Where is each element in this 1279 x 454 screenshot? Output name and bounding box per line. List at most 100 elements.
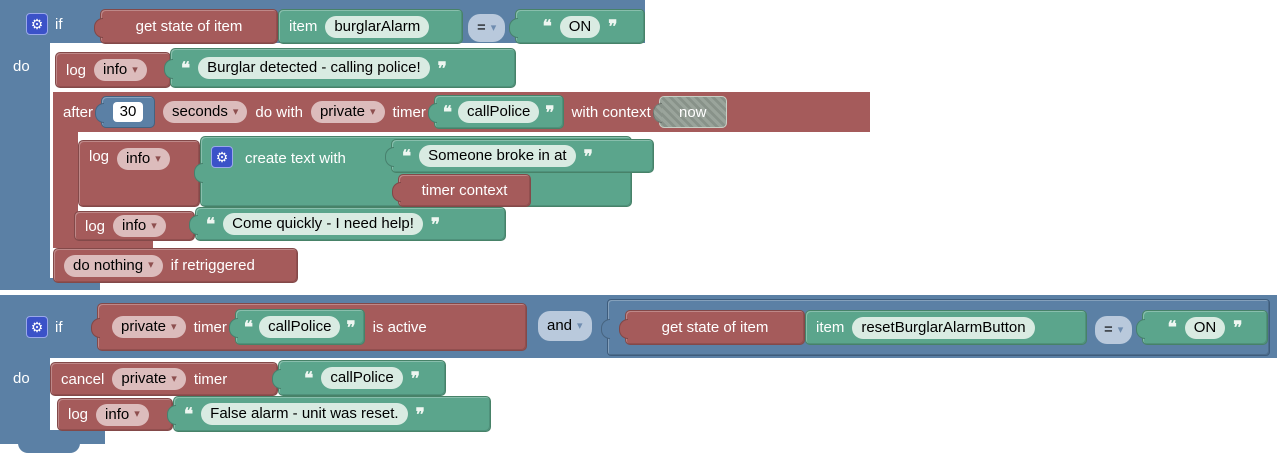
close-quote-icon: ❞ — [346, 317, 356, 337]
mutator-gear-icon[interactable]: ⚙ — [211, 146, 233, 168]
string-block-message[interactable]: ❝ Burglar detected - calling police! ❞ — [164, 48, 516, 88]
logic-operation-dropdown[interactable]: and ▾ — [538, 311, 592, 341]
log-level-dropdown[interactable]: info ▾ — [113, 215, 166, 237]
close-quote-icon: ❞ — [608, 17, 618, 36]
create-text-block[interactable]: ⚙ create text with ❝ Someone broke in at… — [194, 136, 654, 207]
now-block[interactable]: now — [652, 96, 727, 128]
string-block-message[interactable]: ❝ Come quickly - I need help! ❞ — [189, 207, 506, 241]
string-value-field[interactable]: ON — [559, 15, 601, 38]
log-block[interactable]: log info ▾ — [55, 52, 171, 88]
if-retriggered-label: if retriggered — [170, 257, 255, 274]
retrigger-policy-block[interactable]: do nothing ▾ if retriggered — [53, 248, 298, 283]
now-label: now — [679, 103, 707, 121]
open-quote-icon: ❝ — [402, 146, 412, 166]
item-block[interactable]: item resetBurglarAlarmButton — [805, 310, 1087, 345]
cancel-label: cancel — [61, 370, 105, 388]
string-block-on[interactable]: ❝ ON ❞ — [509, 9, 645, 44]
open-quote-icon: ❝ — [442, 102, 453, 122]
timer-scope-dropdown[interactable]: private ▾ — [310, 101, 385, 123]
dropdown-arrow-icon: ▾ — [148, 259, 154, 271]
close-quote-icon: ❞ — [410, 368, 420, 388]
after-timer-header-row[interactable]: after 30 seconds ▾ do with private ▾ tim… — [53, 92, 870, 132]
timer-name-field[interactable]: callPolice — [259, 316, 341, 338]
mutator-gear-icon[interactable]: ⚙ — [26, 13, 48, 35]
operator-value: = — [477, 19, 486, 36]
comparison-operator-dropdown[interactable]: = ▾ — [468, 14, 506, 42]
item-name-field[interactable]: resetBurglarAlarmButton — [852, 316, 1035, 339]
close-quote-icon: ❞ — [583, 146, 593, 166]
log-level-value: info — [105, 405, 130, 423]
dropdown-arrow-icon: ▾ — [171, 372, 177, 385]
dropdown-arrow-icon: ▾ — [132, 63, 138, 76]
item-block[interactable]: item burglarAlarm — [278, 9, 463, 44]
log-level-value: info — [103, 61, 128, 78]
item-name-field[interactable]: burglarAlarm — [325, 15, 430, 38]
timer-context-label: timer context — [421, 182, 508, 199]
string-block-message[interactable]: ❝ False alarm - unit was reset. ❞ — [167, 396, 491, 432]
open-quote-icon: ❝ — [184, 404, 194, 424]
string-block-timer-name[interactable]: ❝ callPolice ❞ — [228, 309, 365, 345]
dropdown-arrow-icon: ▾ — [1117, 323, 1124, 336]
number-block[interactable]: 30 — [95, 96, 156, 128]
logic-operation-value: and — [547, 317, 573, 334]
get-state-of-item-block[interactable]: get state of item — [619, 310, 805, 345]
timer-scope-value: private — [319, 103, 365, 120]
open-quote-icon: ❝ — [243, 317, 254, 337]
do-with-label: do with — [255, 103, 303, 121]
string-block-timer-name[interactable]: ❝ callPolice ❞ — [427, 95, 564, 129]
dropdown-arrow-icon: ▾ — [369, 105, 376, 118]
timer-label: timer — [193, 370, 228, 388]
operator-value: = — [1104, 321, 1113, 338]
string-value-field[interactable]: ON — [1184, 316, 1226, 339]
timer-context-block[interactable]: timer context — [392, 174, 531, 207]
string-block-timer-name[interactable]: ❝ callPolice ❞ — [272, 360, 446, 396]
retrigger-policy-value: do nothing — [73, 256, 144, 274]
log-label: log — [89, 148, 110, 165]
create-text-label: create text with — [245, 150, 346, 167]
gear-glyph: ⚙ — [30, 318, 44, 335]
dropdown-arrow-icon: ▾ — [155, 152, 161, 165]
time-unit-dropdown[interactable]: seconds ▾ — [163, 101, 248, 123]
rule2-do-label: do — [13, 370, 30, 387]
delay-number-field[interactable]: 30 — [112, 102, 144, 122]
timer-is-active-block[interactable]: private ▾ timer ❝ callPolice ❞ is active — [91, 303, 527, 351]
string-value-field[interactable]: Burglar detected - calling police! — [198, 57, 430, 79]
close-quote-icon: ❞ — [1233, 318, 1243, 337]
dropdown-arrow-icon: ▾ — [171, 320, 177, 333]
log-block[interactable]: log info ▾ — [74, 211, 195, 241]
mutator-gear-icon[interactable]: ⚙ — [26, 316, 48, 338]
get-state-of-item-block[interactable]: get state of item — [94, 9, 278, 44]
string-value-field[interactable]: Someone broke in at — [419, 145, 576, 167]
log-block[interactable]: log info ▾ — [57, 398, 173, 431]
timer-name-field[interactable]: callPolice — [321, 367, 403, 389]
open-quote-icon: ❝ — [181, 58, 191, 78]
log-level-dropdown[interactable]: info ▾ — [96, 403, 149, 426]
string-block-part1[interactable]: ❝ Someone broke in at ❞ — [385, 139, 654, 173]
gear-glyph: ⚙ — [30, 15, 44, 32]
after-label: after — [63, 103, 94, 121]
gear-glyph: ⚙ — [215, 148, 229, 165]
retrigger-policy-dropdown[interactable]: do nothing ▾ — [64, 254, 163, 277]
timer-scope-dropdown[interactable]: private ▾ — [112, 368, 186, 390]
dropdown-arrow-icon: ▾ — [490, 21, 497, 34]
is-active-label: is active — [372, 318, 427, 336]
string-value-field[interactable]: False alarm - unit was reset. — [201, 403, 408, 425]
timer-scope-dropdown[interactable]: private ▾ — [112, 316, 186, 338]
string-block-on[interactable]: ❝ ON ❞ — [1136, 310, 1268, 345]
close-quote-icon: ❞ — [437, 58, 447, 78]
log-block[interactable]: log info ▾ — [78, 140, 200, 207]
timer-name-field[interactable]: callPolice — [458, 101, 540, 123]
timer-label: timer — [392, 103, 426, 121]
comparison-operator-dropdown[interactable]: = ▾ — [1095, 316, 1133, 344]
rule1-do-label: do — [13, 58, 30, 75]
close-quote-icon: ❞ — [545, 102, 555, 122]
log-level-value: info — [122, 217, 147, 234]
cancel-timer-block[interactable]: cancel private ▾ timer — [50, 362, 278, 396]
timer-scope-value: private — [121, 370, 167, 387]
log-level-dropdown[interactable]: info ▾ — [117, 148, 170, 170]
log-level-dropdown[interactable]: info ▾ — [94, 59, 147, 81]
item-label: item — [816, 319, 845, 336]
log-label: log — [66, 61, 87, 79]
string-value-field[interactable]: Come quickly - I need help! — [223, 213, 423, 235]
